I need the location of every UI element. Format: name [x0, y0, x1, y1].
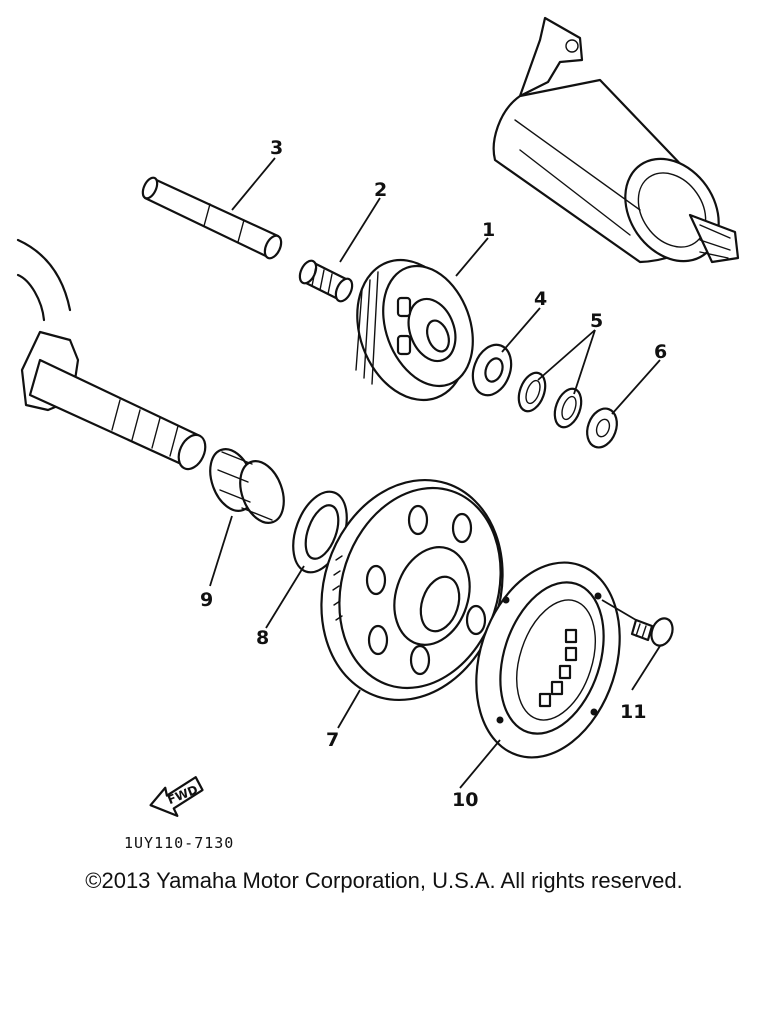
callout-numbers: 1 2 3 4 5 6 7 8 9 10 11 [200, 137, 667, 811]
part-4-washer [471, 343, 513, 397]
callout-9: 9 [200, 589, 213, 611]
part-7-starter-wheel-gear [320, 478, 504, 702]
part-11-bolt [630, 617, 674, 647]
part-5-circlips [517, 371, 583, 429]
part-10-one-way-clutch [475, 561, 621, 759]
callout-7: 7 [326, 729, 339, 751]
callout-10: 10 [452, 789, 478, 811]
part-9-needle-bearing [209, 448, 285, 524]
part-6-washer [586, 407, 618, 449]
callout-1: 1 [482, 219, 495, 241]
crankshaft [16, 238, 207, 471]
callout-6: 6 [654, 341, 667, 363]
callout-8: 8 [256, 627, 269, 649]
part-1-idler-gear [355, 258, 474, 402]
leader-lines [209, 157, 661, 789]
callout-4: 4 [534, 288, 547, 310]
fwd-arrow-icon: FWD [149, 776, 204, 817]
drawing-code: 1UY110-7130 [124, 834, 234, 852]
callout-5: 5 [590, 310, 603, 332]
starter-motor [492, 16, 740, 264]
callout-2: 2 [374, 179, 387, 201]
part-2-needle-bearing [298, 259, 354, 303]
part-3-shaft [141, 176, 283, 260]
copyright-notice: ©2013 Yamaha Motor Corporation, U.S.A. A… [85, 868, 683, 893]
callout-11: 11 [620, 701, 646, 723]
callout-3: 3 [270, 137, 283, 159]
